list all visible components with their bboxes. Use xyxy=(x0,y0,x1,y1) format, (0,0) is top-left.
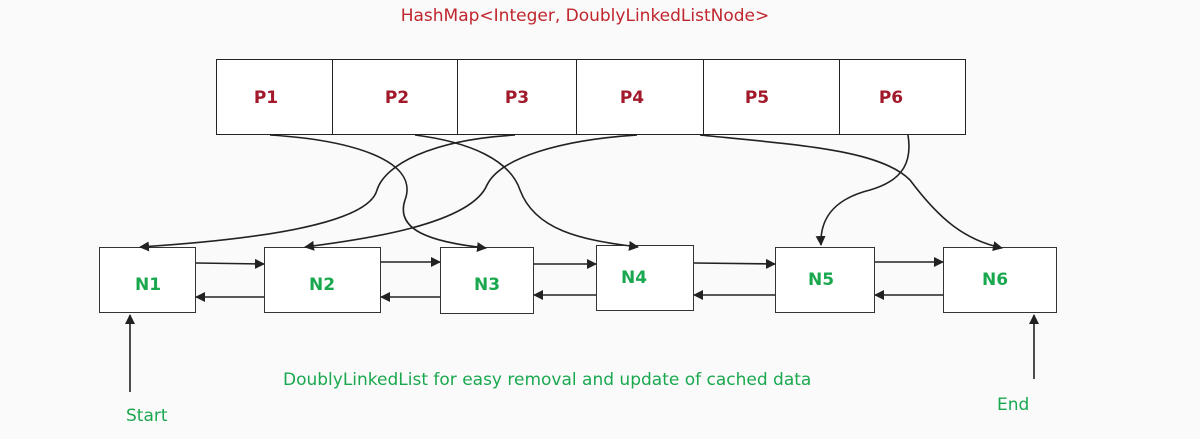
pointer-p4-n6 xyxy=(699,134,1003,251)
link-n1-n2-next xyxy=(195,258,265,269)
list-node-n2 xyxy=(264,247,381,313)
start-label: Start xyxy=(126,406,168,426)
list-node-label-n4: N4 xyxy=(620,268,648,288)
hashmap-label-p2: P2 xyxy=(384,88,410,108)
pointer-p3-n4 xyxy=(414,134,639,251)
pointer-p6-n5 xyxy=(815,134,910,246)
hashmap-label-p1: P1 xyxy=(253,88,279,108)
list-node-label-n2: N2 xyxy=(308,275,336,295)
hashmap-label-p4: P4 xyxy=(619,88,645,108)
list-node-label-n1: N1 xyxy=(134,275,162,295)
hashmap-label-p6: P6 xyxy=(878,88,904,108)
list-node-label-n5: N5 xyxy=(807,270,835,290)
end-label: End xyxy=(997,395,1030,415)
diagram-title: HashMap<Integer, DoublyLinkedListNode> xyxy=(400,6,770,26)
link-n4-n5-next xyxy=(693,258,776,269)
hashmap-cell-p6 xyxy=(839,59,966,135)
pointer-p1-n3 xyxy=(269,134,487,253)
pointer-p2-n1 xyxy=(139,134,516,252)
list-node-label-n6: N6 xyxy=(981,270,1009,290)
hashmap-label-p3: P3 xyxy=(504,88,530,108)
hashmap-label-p5: P5 xyxy=(744,88,770,108)
list-node-label-n3: N3 xyxy=(473,275,501,295)
list-node-n4 xyxy=(596,245,694,311)
list-node-n5 xyxy=(775,247,875,313)
pointer-p4-n2 xyxy=(304,134,638,251)
list-node-n6 xyxy=(943,247,1057,313)
hashmap-cell-p5 xyxy=(703,59,840,135)
list-node-n3 xyxy=(440,247,534,314)
diagram-caption: DoublyLinkedList for easy removal and up… xyxy=(283,370,812,390)
hashmap-cell-p2 xyxy=(332,59,458,135)
